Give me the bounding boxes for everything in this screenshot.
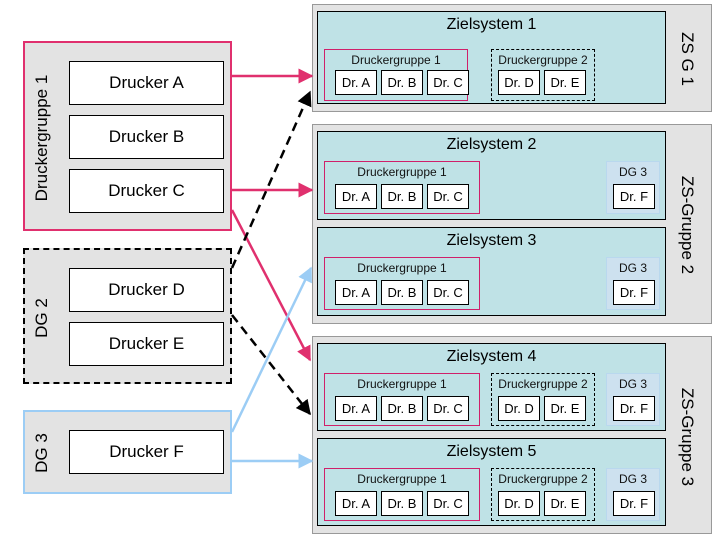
printer-group-label: DG 3 (618, 261, 647, 275)
printer-group-label: DG 3 (618, 472, 647, 486)
target-system-4: Zielsystem 4 Druckergruppe 1 Dr. A Dr. B… (317, 343, 666, 431)
printer-box: Dr. D (498, 491, 540, 516)
target-system-4-title: Zielsystem 4 (446, 348, 537, 365)
target-system-3-title: Zielsystem 3 (446, 232, 537, 249)
printer-box: Dr. B (381, 491, 423, 516)
arrow-dg2-to-zs4 (231, 314, 311, 416)
printer-box: Dr. A (335, 184, 377, 209)
printer-group-label: Druckergruppe 2 (498, 53, 588, 67)
arrow-dg1-to-zs4 (230, 209, 312, 362)
printer-box: Dr. E (544, 396, 586, 421)
printer-group-1: Druckergruppe 1 Dr. A Dr. B Dr. C (324, 257, 480, 310)
printer-box: Dr. D (498, 70, 540, 95)
printer-group-3: DG 3 Dr. F (606, 257, 660, 310)
printer-box: Dr. F (613, 396, 655, 421)
arrow-dg3-to-zs3 (230, 266, 313, 433)
printer-box: Dr. A (335, 70, 377, 95)
printer-group-2: Druckergruppe 2 Dr. D Dr. E (491, 468, 595, 521)
printer-box: Dr. E (544, 70, 586, 95)
printer-e: Drucker E (69, 322, 224, 366)
printer-box: Dr. F (613, 184, 655, 209)
printer-group-label: Druckergruppe 1 (357, 165, 447, 179)
printer-group-2: Druckergruppe 2 Dr. D Dr. E (491, 49, 595, 101)
printer-box: Dr. A (335, 280, 377, 305)
printer-box: Dr. F (613, 280, 655, 305)
printer-box: Dr. A (335, 491, 377, 516)
target-system-3: Zielsystem 3 Druckergruppe 1 Dr. A Dr. B… (317, 227, 666, 316)
printer-group-label: DG 3 (618, 165, 647, 179)
target-system-2: Zielsystem 2 Druckergruppe 1 Dr. A Dr. B… (317, 131, 666, 220)
target-system-1-title: Zielsystem 1 (446, 16, 537, 33)
printer-group-label: Druckergruppe 1 (357, 472, 447, 486)
printer-group-label: Druckergruppe 2 (498, 472, 588, 486)
printer-f: Drucker F (69, 430, 224, 474)
printer-group-label: Druckergruppe 2 (498, 377, 588, 391)
printer-b: Drucker B (69, 115, 224, 159)
printer-group-label: Druckergruppe 1 (351, 53, 441, 67)
printer-box: Dr. B (381, 280, 423, 305)
printer-box: Dr. D (498, 396, 540, 421)
target-system-5: Zielsystem 5 Druckergruppe 1 Dr. A Dr. B… (317, 438, 666, 526)
printer-group-label: Druckergruppe 1 (357, 377, 447, 391)
printer-group-3: DG 3 Dr. F (606, 468, 660, 521)
printer-box: Dr. C (427, 396, 469, 421)
printer-group-2: Druckergruppe 2 Dr. D Dr. E (491, 373, 595, 426)
source-group-dg3: DG 3 Drucker F (23, 410, 232, 494)
printer-d: Drucker D (69, 268, 224, 312)
printer-box: Dr. B (381, 184, 423, 209)
printer-box: Dr. F (613, 491, 655, 516)
printer-box: Dr. C (427, 70, 469, 95)
target-system-2-title: Zielsystem 2 (446, 136, 537, 153)
printer-box: Dr. E (544, 491, 586, 516)
printer-box: Dr. C (427, 184, 469, 209)
printer-box: Dr. C (427, 280, 469, 305)
printer-a: Drucker A (69, 61, 224, 105)
printer-box: Dr. B (381, 70, 423, 95)
printer-box: Dr. C (427, 491, 469, 516)
printer-group-3: DG 3 Dr. F (606, 373, 660, 426)
printer-c: Drucker C (69, 169, 224, 213)
source-group-dg2: DG 2 Drucker D Drucker E (23, 248, 232, 384)
target-system-1: Zielsystem 1 Druckergruppe 1 Dr. A Dr. B… (317, 11, 666, 104)
printer-group-1: Druckergruppe 1 Dr. A Dr. B Dr. C (324, 468, 480, 521)
source-group-dg1: Druckergruppe 1 Drucker A Drucker B Druc… (23, 41, 232, 231)
printer-box: Dr. B (381, 396, 423, 421)
printer-group-3: DG 3 Dr. F (606, 161, 660, 214)
printer-group-label: DG 3 (618, 377, 647, 391)
arrow-dg2-to-zs1 (230, 90, 312, 269)
printer-box: Dr. A (335, 396, 377, 421)
printer-group-1: Druckergruppe 1 Dr. A Dr. B Dr. C (324, 161, 480, 214)
printer-group-1: Druckergruppe 1 Dr. A Dr. B Dr. C (324, 49, 469, 101)
printer-group-1: Druckergruppe 1 Dr. A Dr. B Dr. C (324, 373, 480, 426)
printer-group-label: Druckergruppe 1 (357, 261, 447, 275)
target-system-5-title: Zielsystem 5 (446, 443, 537, 460)
